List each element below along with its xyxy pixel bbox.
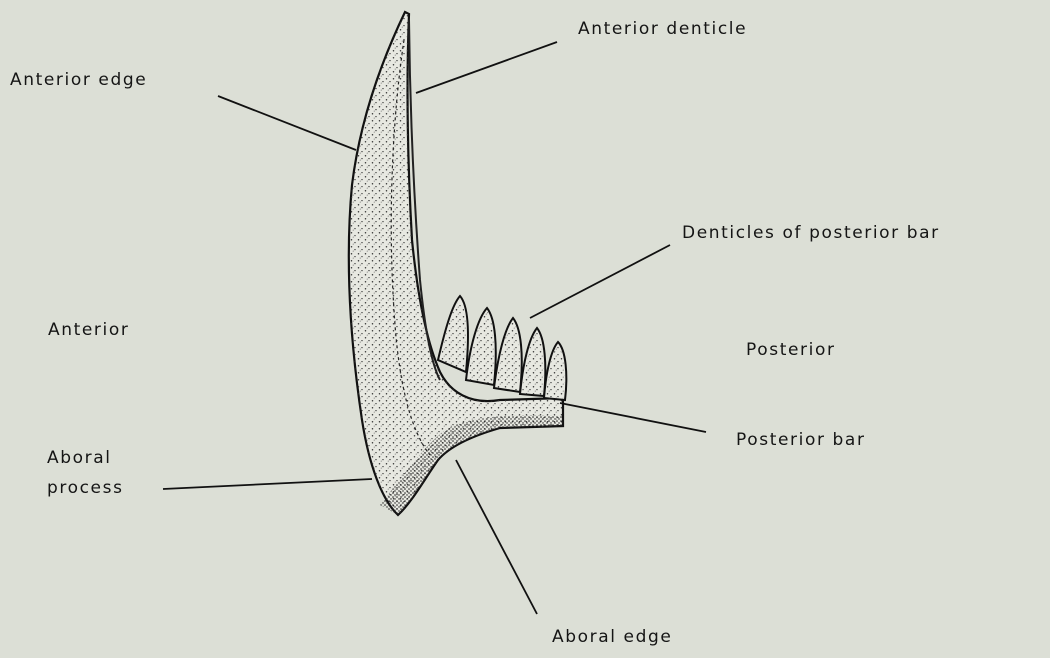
posterior-denticles-shape — [438, 296, 566, 400]
leader-aboral-edge — [456, 460, 537, 614]
leader-lines — [163, 42, 706, 614]
label-denticles-posterior-bar: Denticles of posterior bar — [682, 221, 940, 246]
leader-anterior-edge — [218, 96, 356, 150]
label-posterior-bar: Posterior bar — [736, 428, 866, 453]
leader-denticles-posterior-bar — [530, 245, 670, 318]
leader-aboral-process — [163, 479, 372, 489]
label-anterior-denticle: Anterior denticle — [578, 17, 747, 42]
label-anterior: Anterior — [48, 318, 129, 343]
label-posterior: Posterior — [746, 338, 836, 363]
label-aboral-process-line2: process — [47, 476, 124, 501]
leader-posterior-bar — [560, 403, 706, 432]
leader-anterior-denticle — [416, 42, 557, 93]
label-aboral-edge: Aboral edge — [552, 625, 672, 650]
label-aboral-process-line1: Aboral — [47, 446, 112, 471]
anterior-denticle-shape — [349, 12, 563, 515]
label-anterior-edge: Anterior edge — [10, 68, 147, 93]
